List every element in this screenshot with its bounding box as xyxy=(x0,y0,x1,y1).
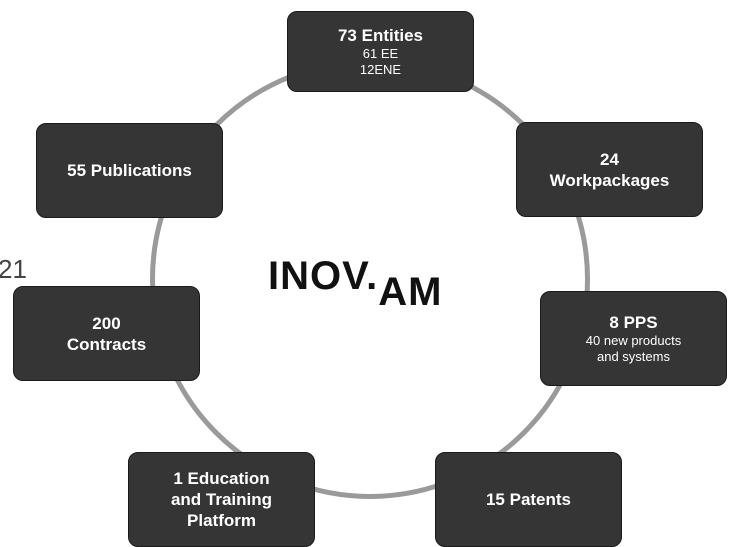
logo-part-am: AM xyxy=(378,270,443,314)
education-platform-title: 1 Education and Training Platform xyxy=(170,469,273,530)
publications-box: 55 Publications xyxy=(36,123,223,218)
entities-title: 73 Entities xyxy=(337,26,424,45)
patents-box: 15 Patents xyxy=(435,452,622,547)
patents-title: 15 Patents xyxy=(485,490,572,509)
entities-box: 73 Entities 61 EE 12ENE xyxy=(287,11,474,92)
pps-title: 8 PPS xyxy=(609,313,658,332)
contracts-title: 200 Contracts xyxy=(66,313,147,354)
entities-subtitle: 61 EE 12ENE xyxy=(359,46,402,77)
workpackages-box: 24 Workpackages xyxy=(516,122,703,217)
logo-part-inov: INOV. xyxy=(268,254,379,298)
workpackages-title: 24 Workpackages xyxy=(549,149,670,190)
inov-am-logo: INOV.AM xyxy=(268,254,442,314)
stray-text: 21 xyxy=(0,254,27,284)
education-platform-box: 1 Education and Training Platform xyxy=(128,452,315,547)
pps-subtitle: 40 new products and systems xyxy=(585,333,682,364)
contracts-box: 200 Contracts xyxy=(13,286,200,381)
pps-box: 8 PPS 40 new products and systems xyxy=(540,291,727,386)
publications-title: 55 Publications xyxy=(67,161,192,180)
